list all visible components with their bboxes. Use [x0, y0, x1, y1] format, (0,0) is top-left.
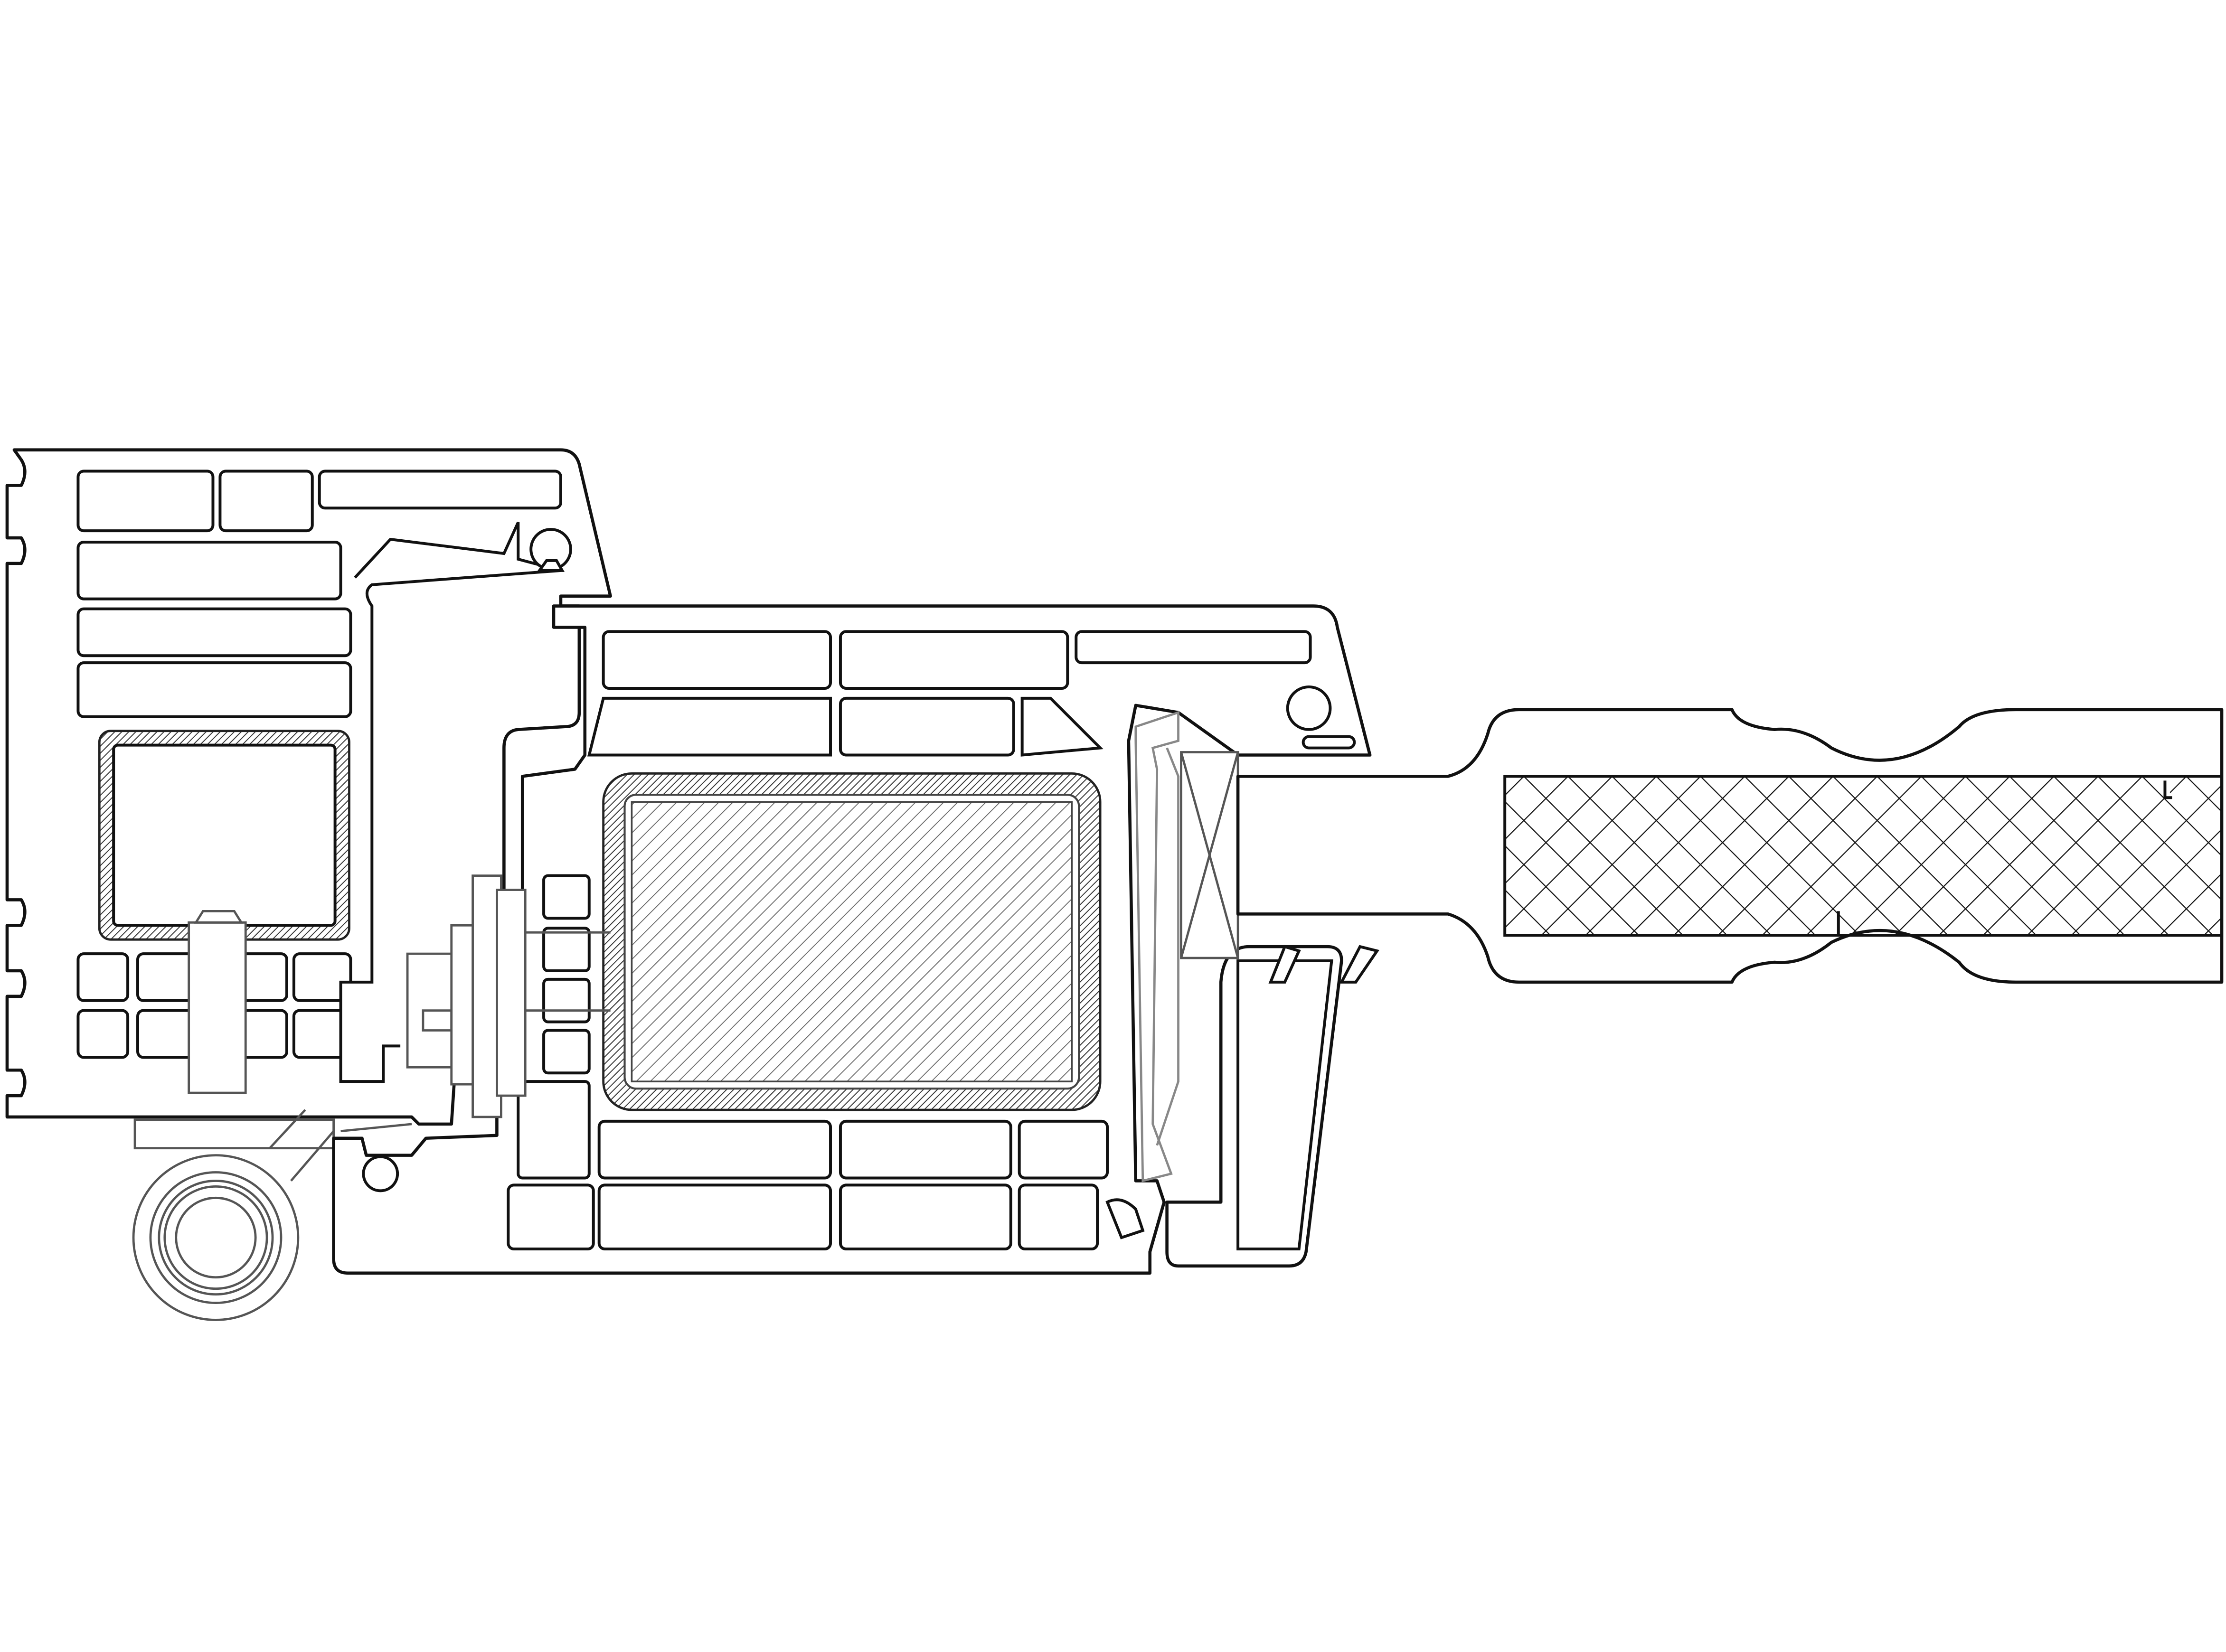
- frame-steel-reinforcement: [98, 730, 350, 1094]
- roller-hardware: [132, 1109, 335, 1321]
- glazing-bead: [1165, 945, 1379, 1268]
- insulated-glass-unit: [1236, 708, 2224, 984]
- sash-profile: [332, 604, 1372, 1275]
- sash-steel-reinforcement: [602, 772, 1102, 1111]
- glazing-gaskets: [1134, 711, 1239, 1183]
- hinge-fitting: [340, 874, 611, 1133]
